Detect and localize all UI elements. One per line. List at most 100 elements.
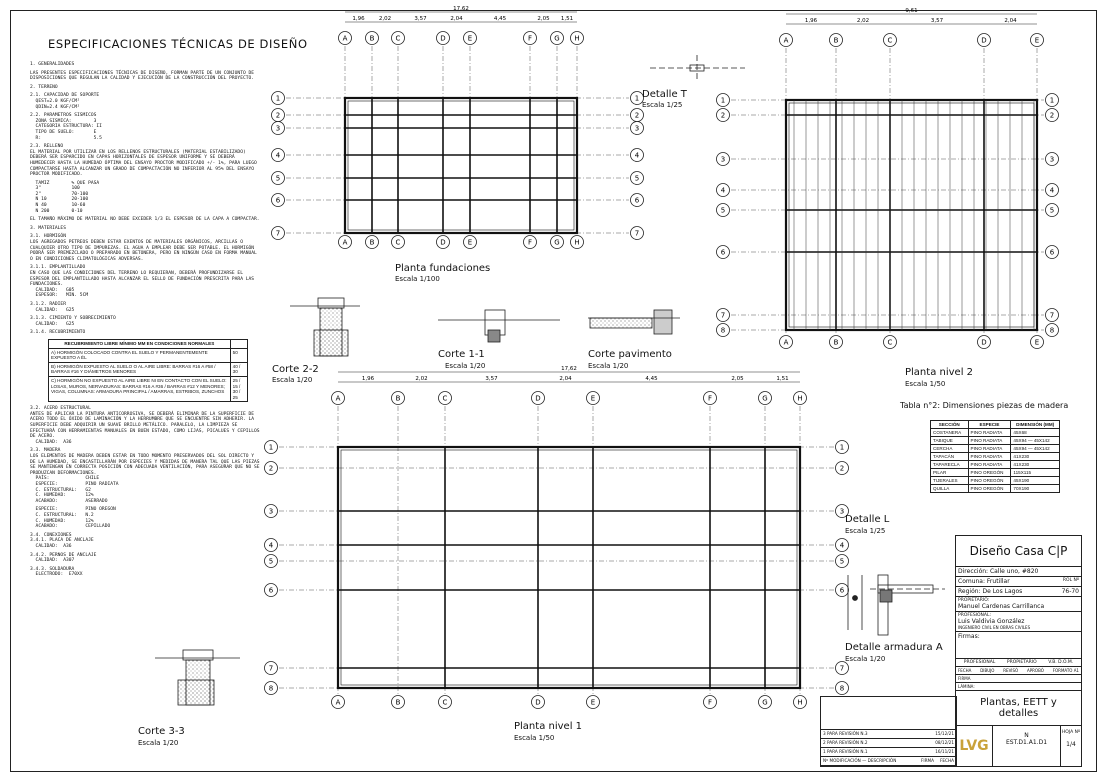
address: Dirección: Calle uno, #820 [956,567,1081,577]
axis-bubble [436,31,450,45]
wood-cell: TABIQUE [930,436,969,445]
axis-bubble [264,440,278,454]
inner-wall [340,449,798,686]
inner-wall [347,100,575,231]
axis-bubble [436,235,450,249]
dim-value: 2,02 [415,376,427,382]
axis-bubble [365,235,379,249]
corte33-title: Corte 3-3 [138,726,185,737]
wood-cell: PINO RADIATA [967,460,1012,469]
axis-label: 8 [721,327,725,335]
axis-bubble [758,391,772,405]
axis-label: 4 [840,542,845,550]
dim-total: 9,61 [905,8,917,14]
axis-bubble [716,108,730,122]
axis-bubble [264,461,278,475]
axis-label: C [443,395,448,403]
axis-label: E [1035,37,1039,45]
wood-cell: PINO OREGÓN [967,468,1012,477]
wood-table-title: Tabla n°2: Dimensiones piezas de madera [900,401,1069,410]
axis-bubble [716,93,730,107]
axis-bubble [793,695,807,709]
axis-bubble [391,235,405,249]
axis-label: C [888,339,893,347]
firmas: Firmas: [956,632,1081,659]
wood-header: DIMENSIÓN (MM) [1010,420,1060,429]
outer-wall [336,445,802,690]
detalle-l-drawing [870,574,945,636]
axis-bubble [703,391,717,405]
detalle-l-title: Detalle L [845,514,890,525]
spec-p: 3.1.3. CIMIENTO Y SOBRECIMIENTO CALIDAD:… [30,316,116,327]
wood-cell: TAPACÁN [930,452,969,461]
axis-label: E [468,35,472,43]
wood-cell: CERCHA [930,444,969,453]
n2-title: Planta nivel 2 [905,367,974,378]
axis-bubble [338,31,352,45]
detalle-t-scale: Escala 1/25 [642,101,683,109]
axis-label: 8 [269,685,273,693]
axis-label: 5 [840,558,844,566]
axis-bubble [586,695,600,709]
outer-wall [784,98,1039,332]
axis-bubble [365,31,379,45]
axis-label: 5 [721,207,725,215]
corte-pavimento-drawing [588,309,680,335]
axis-label: 6 [635,197,640,205]
wood-cell: PILAR [930,468,969,477]
axis-label: 2 [276,112,280,120]
spec-p: EL TAMAÑO MÁXIMO DE MATERIAL NO DEBE EXC… [30,217,260,223]
owner-row: PROPIETARIO: Manuel Cardenas Carrillanca [956,597,1081,612]
axis-label: B [370,35,375,43]
axis-bubble [264,538,278,552]
axis-label: 6 [840,587,845,595]
axis-label: 5 [1050,207,1054,215]
fund-title: Planta fundaciones [395,263,491,274]
axis-bubble [835,440,849,454]
axis-bubble [835,681,849,695]
spec-p: 1. GENERALIDADES [30,62,75,67]
axis-label: A [784,339,789,347]
rev-row: 2 PARA REVISIÓN N.2 08/12/21 [821,739,956,748]
axis-bubble [716,203,730,217]
dim-value: 1,96 [352,16,365,22]
comuna: Comuna: Frutillar [958,578,1010,585]
spec-p: 3.1.2. RADIER CALIDAD: G25 [30,301,75,313]
axis-label: G [554,239,559,247]
corte22-title: Corte 2-2 [272,364,319,375]
dim-value: 2,04 [1004,18,1017,24]
n1-scale: Escala 1/50 [514,734,555,742]
cover-cell: 40 / 30 [229,361,249,377]
axis-bubble [550,235,564,249]
sheet-title: Plantas, EETT y detalles [956,691,1081,726]
wood-cell: PINO RADIATA [967,452,1012,461]
rev-text: PARA REVISIÓN N.3 [827,731,868,736]
dim-value: 2,04 [559,376,572,382]
axis-label: 7 [276,230,280,238]
prof-row: PROFESIONAL: Luis Valdivia González INGE… [956,612,1081,632]
rev-n: Nº [823,758,829,763]
axis-label: 1 [635,95,639,103]
axis-label: C [396,35,401,43]
axis-label: C [888,37,893,45]
rev-text: PARA REVISIÓN N.2 [827,740,868,745]
axis-bubble [531,391,545,405]
axis-label: A [343,239,348,247]
axis-label: 7 [840,665,844,673]
axis-label: 1 [269,444,273,452]
rol: 76-70 [1061,588,1079,595]
axis-bubble [570,235,584,249]
axis-bubble [1045,323,1059,337]
detalle-t-title: Detalle T [642,89,687,100]
n-label: N [1024,732,1029,739]
wood-cell: 115X115 [1010,468,1060,477]
axis-bubble [523,235,537,249]
axis-label: 8 [840,685,844,693]
axis-label: F [528,35,532,43]
rev-date: 16/11/21 [935,749,954,754]
axis-bubble [630,91,644,105]
wood-cell: PINO RADIATA [967,428,1012,437]
axis-label: 1 [1050,97,1054,105]
